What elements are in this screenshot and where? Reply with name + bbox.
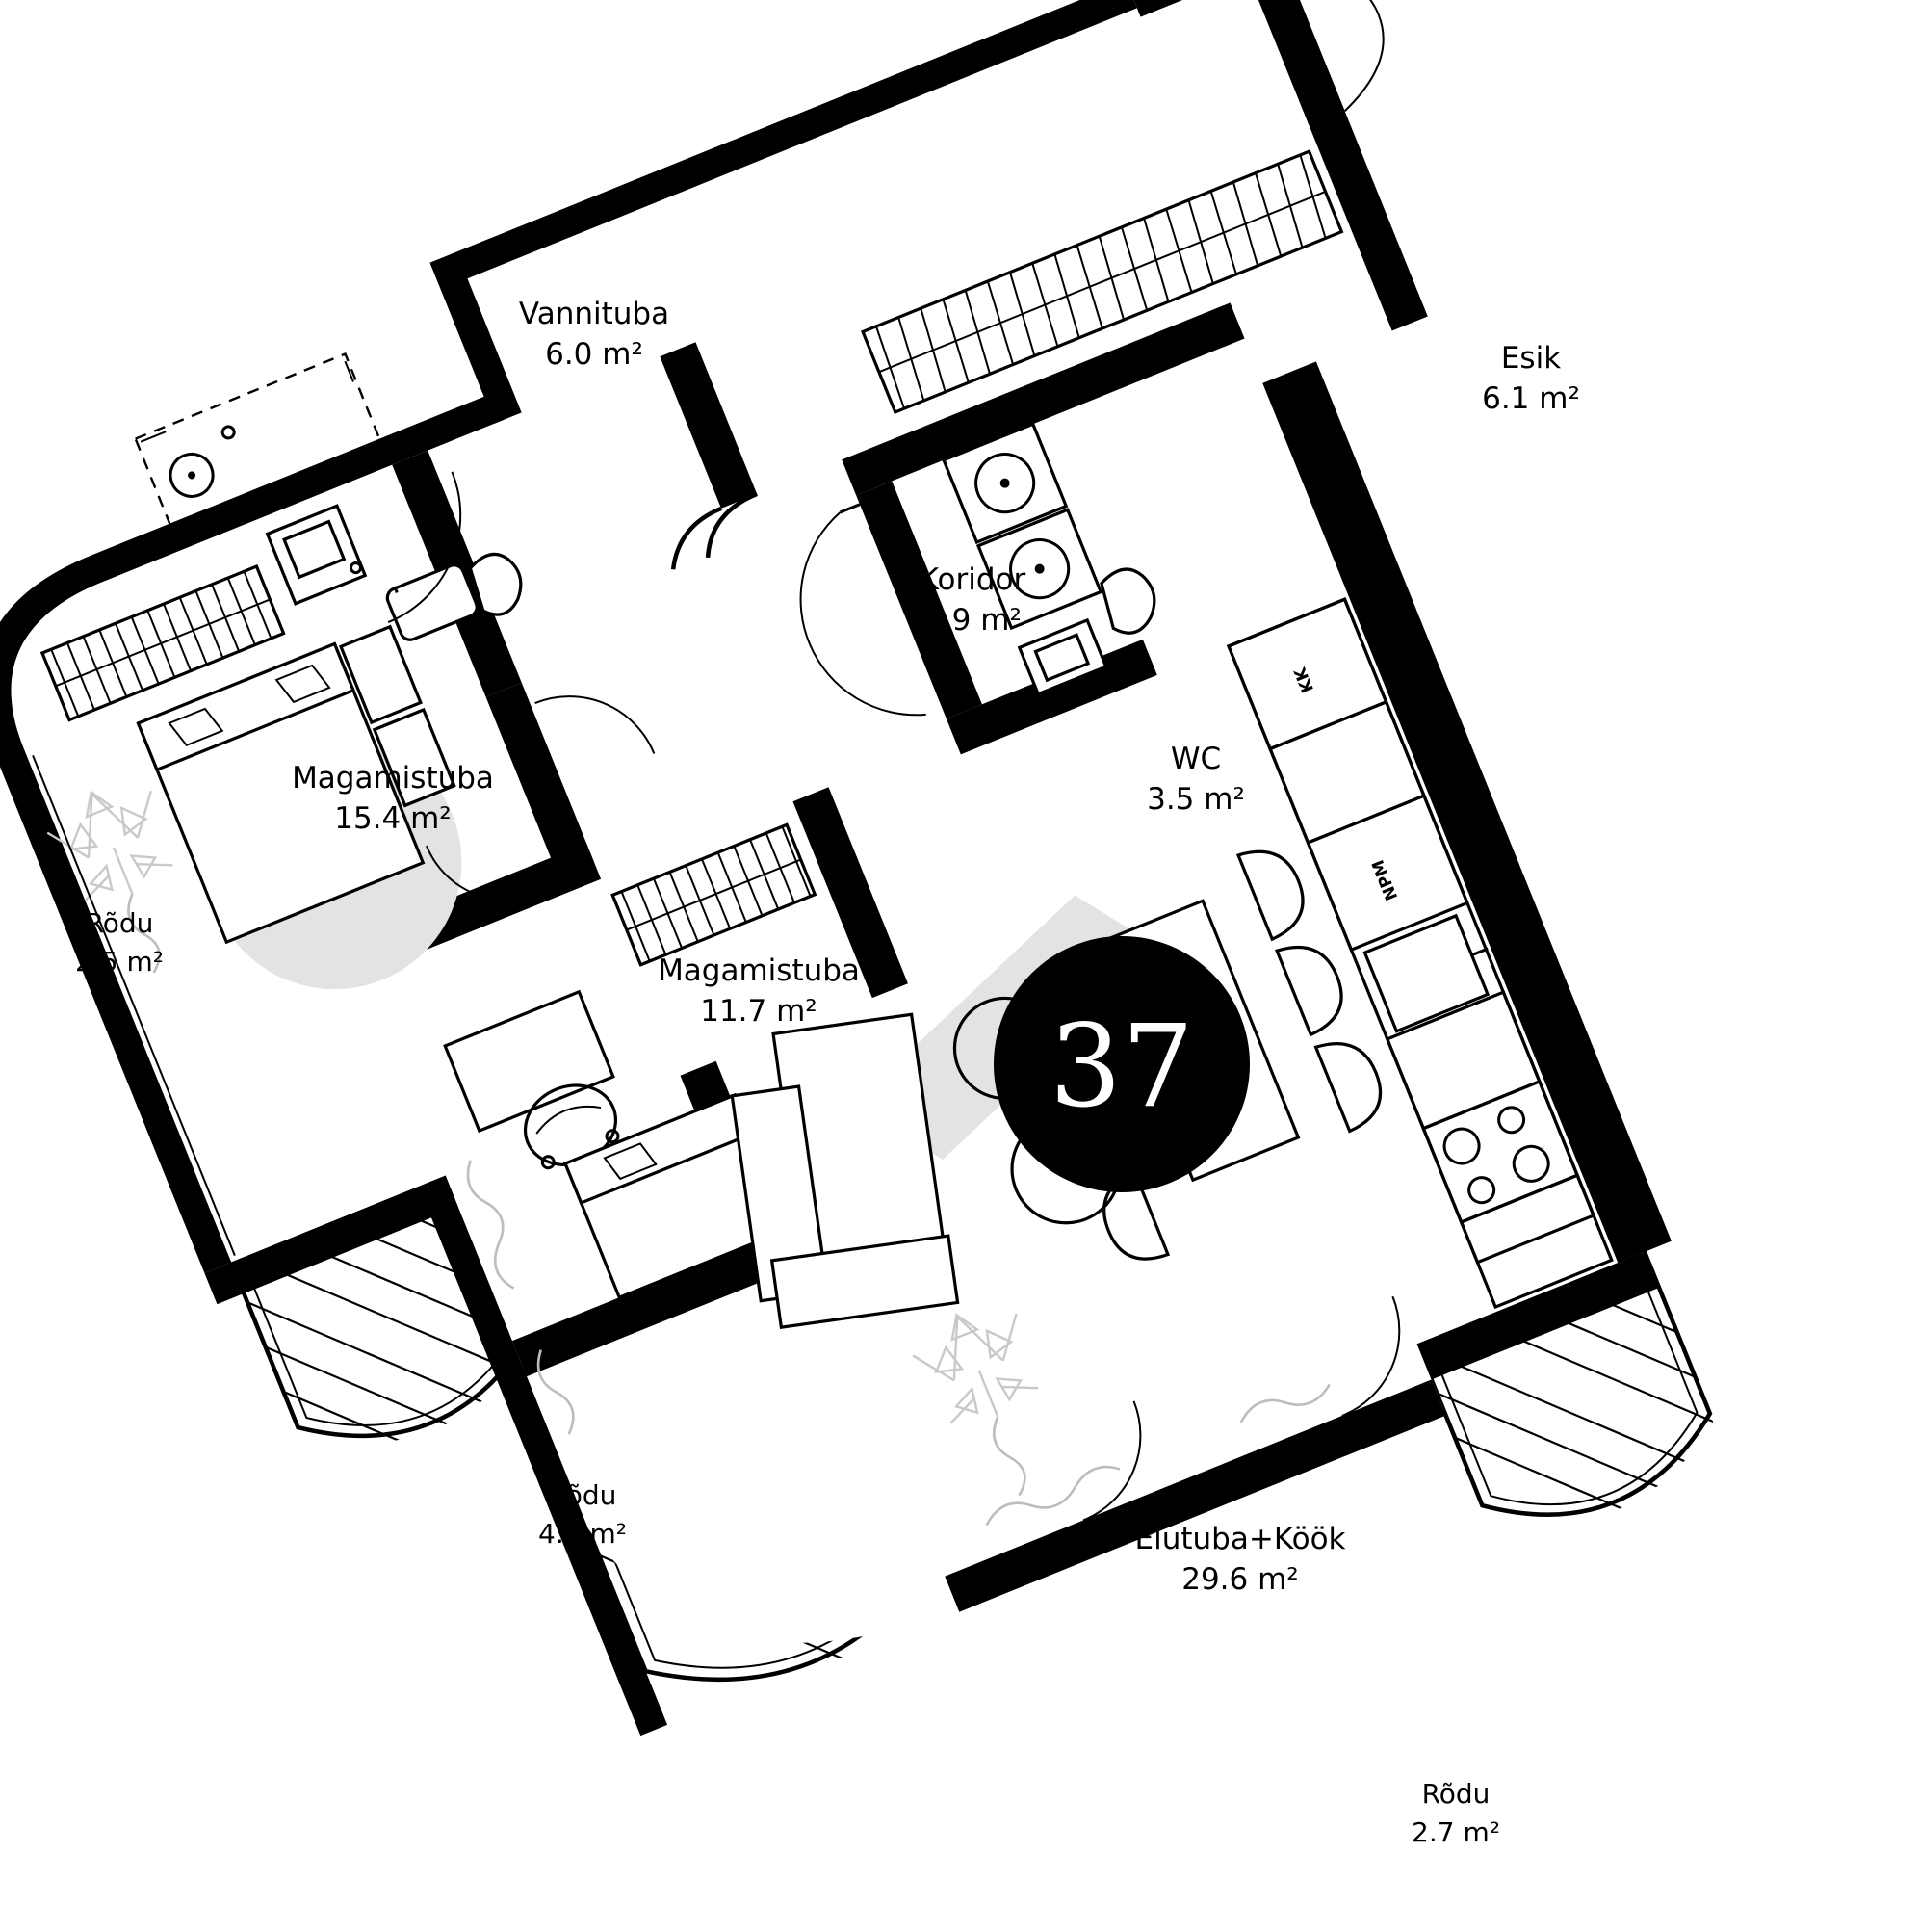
room-label-vannituba: Vannituba 6.0 m² [519,297,669,372]
room-label-living-kitchen: Elutuba+Köök 29.6 m² [1135,1522,1346,1597]
apartment-number-badge[interactable]: 37 [994,936,1250,1192]
wc-fixtures [705,422,1156,717]
room-area: 4.3 m² [538,1518,627,1550]
sink [385,563,479,641]
room-label-balcony-2: Rõdu 4.3 m² [538,1479,627,1550]
room-name: Koridor [920,562,1026,597]
dishwasher [1306,794,1469,953]
room-name: Rõdu [1422,1778,1491,1810]
nightstand-2 [372,707,456,808]
bathroom-fixtures [134,352,523,641]
plant-icon-2 [912,1313,1039,1424]
door-swing-bedroom1 [426,845,540,901]
apartment-number: 37 [1050,1000,1194,1133]
curtain-1 [466,1160,515,1290]
washing-machine [265,504,368,606]
toilet [468,552,523,616]
door-swing-balcony3b [1341,1295,1401,1417]
room-name: WC [1171,742,1221,776]
dining-chair [1313,1042,1383,1134]
entrance-door-swing [1283,0,1385,113]
room-label-koridor: Koridor 8.9 m² [920,562,1026,638]
room-area: 8.9 m² [923,603,1022,638]
door-swing-wc [799,511,926,717]
esik-details [860,0,1385,415]
wc-toilet [1100,567,1156,635]
door-swing-bathroom [387,471,462,624]
room-area: 29.6 m² [1181,1562,1299,1597]
room-name: Esik [1501,341,1561,376]
room-area: 6.0 m² [545,337,643,372]
room-name: Magamistuba [292,761,494,796]
room-area: 2.7 m² [1412,1816,1500,1848]
room-label-bedroom-2: Magamistuba 11.7 m² [658,953,860,1029]
room-area: 3.5 m² [1147,782,1245,817]
curtain-2 [985,1465,1121,1527]
room-area: 15.4 m² [334,801,452,836]
shower-enclosure [134,352,390,546]
dining-chair [1235,849,1305,942]
room-label-wc: WC 3.5 m² [1147,742,1245,817]
exterior-walls [0,0,1672,1736]
bed-headboard [136,641,356,772]
room-area: 2.5 m² [75,946,164,978]
room-name: Elutuba+Köök [1135,1522,1346,1556]
room-area: 11.7 m² [700,994,817,1029]
window-marks [32,0,1631,1723]
room-labels: Vannituba 6.0 m² Esik 6.1 m² Koridor 8.9… [75,297,1580,1848]
dining-chair [1274,945,1343,1037]
room-area: 6.1 m² [1482,381,1580,416]
plant-icon [46,790,173,901]
floor-drain [169,452,215,498]
room-label-esik: Esik 6.1 m² [1482,341,1580,416]
corridor-details [534,506,722,754]
rounded-corner-corridor [670,506,722,570]
room-label-balcony-3: Rõdu 2.7 m² [1412,1778,1500,1848]
door-swing-corridor [534,695,656,754]
wc-sink [1017,617,1108,696]
room-name: Rõdu [549,1479,617,1511]
bedroom-1-furniture [39,564,541,990]
nightstand-1 [338,624,423,725]
room-name: Vannituba [519,297,669,331]
end-cabinet [1459,1173,1614,1310]
badge-circle [994,936,1250,1192]
room-name: Magamistuba [658,953,860,988]
room-label-balcony-1: Rõdu 2.5 m² [75,907,164,978]
sofa [730,1012,960,1329]
room-name: Rõdu [86,907,154,939]
desk [443,989,615,1134]
door-swing-balcony3 [1082,1400,1142,1522]
bedroom-2-furniture [443,822,917,1435]
room-label-bedroom-1: Magamistuba 15.4 m² [292,761,494,836]
